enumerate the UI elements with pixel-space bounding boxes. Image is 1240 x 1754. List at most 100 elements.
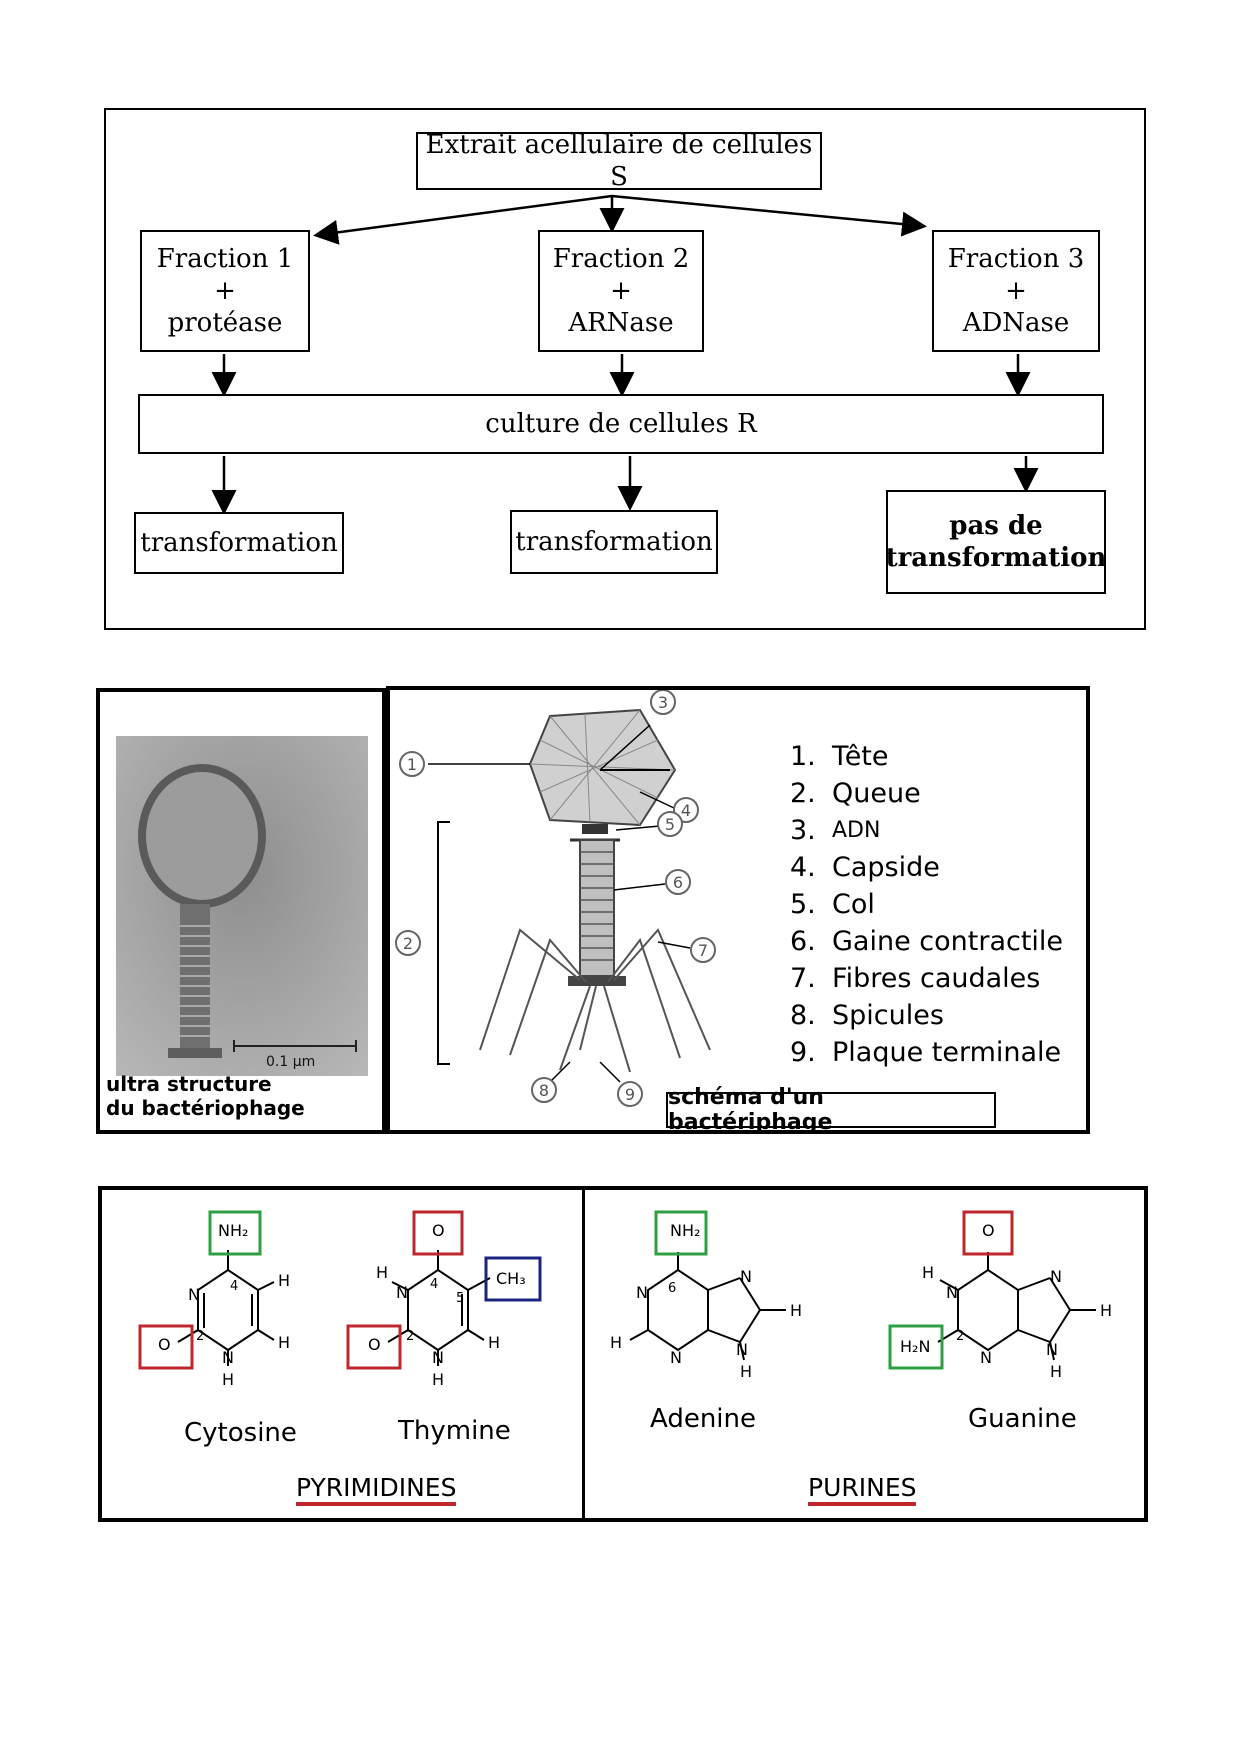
scale-label: 0.1 µm	[266, 1054, 315, 1070]
svg-text:N: N	[740, 1267, 752, 1286]
svg-text:H: H	[790, 1301, 802, 1320]
thymine-name: Thymine	[398, 1416, 511, 1446]
callout-1: 1	[407, 755, 417, 774]
legend-item: 6. Gaine contractile	[790, 923, 1063, 960]
bases-structures: NH₂ N N H H H O 42 O H N N H H O CH₃ 452	[138, 1210, 1112, 1389]
callout-6: 6	[673, 873, 683, 892]
svg-text:NH₂: NH₂	[670, 1221, 700, 1240]
schema-caption-box: schéma d'un bactériphage	[666, 1085, 996, 1135]
legend-item: 7.Fibres caudales	[790, 960, 1063, 997]
fraction-2-box: Fraction 2 + ARNase	[538, 230, 704, 352]
thymine-oxygen-box	[346, 1324, 402, 1370]
experiment-arrows	[211, 194, 1039, 515]
outcome-1-label: transformation	[140, 528, 338, 558]
culture-box: culture de cellules R	[138, 394, 1104, 454]
callout-5: 5	[665, 815, 675, 834]
guanine-oxygen-box	[962, 1210, 1014, 1256]
fraction-1-label: Fraction 1 + protéase	[156, 244, 294, 338]
pyrimidines-title: PYRIMIDINES	[296, 1474, 457, 1506]
fraction-1-box: Fraction 1 + protéase	[140, 230, 310, 352]
svg-text:H: H	[278, 1271, 290, 1290]
phage-legend: 1.Tête 2.Queue 3. ADN 4. Capside 5.Col 6. G…	[790, 738, 1063, 1071]
svg-text:N: N	[1050, 1267, 1062, 1286]
thymine-oxygen-box-top	[412, 1210, 464, 1256]
extract-label: Extrait acellulaire de cellules S	[425, 130, 813, 192]
svg-text:O: O	[982, 1221, 995, 1240]
svg-text:5: 5	[456, 1291, 464, 1306]
arrow-to-fraction-3	[611, 194, 927, 237]
svg-text:H: H	[740, 1362, 752, 1381]
outcome-1-box: transformation	[134, 512, 344, 574]
phage-schema: 1 2 3 4 5 6 7 8 9	[395, 690, 716, 1107]
thymine-structure	[387, 1250, 491, 1366]
svg-text:H: H	[278, 1333, 290, 1352]
legend-item: 8. Spicules	[790, 997, 1063, 1034]
svg-text:N: N	[980, 1348, 992, 1367]
outcome-3-label: pas de transformation	[885, 511, 1107, 573]
legend-num: 8.	[790, 1000, 816, 1031]
legend-label: ADN	[832, 818, 881, 843]
legend-num: 4.	[790, 852, 816, 883]
callout-3: 3	[658, 693, 668, 712]
legend-label: Tête	[832, 741, 889, 772]
legend-item: 2.Queue	[790, 775, 1063, 812]
phage-base-plate	[568, 976, 626, 986]
svg-text:H: H	[1050, 1362, 1062, 1381]
outcome-2-box: transformation	[510, 510, 718, 574]
legend-label: Col	[832, 889, 875, 920]
legend-num: 3.	[790, 815, 816, 846]
cytosine-structure	[177, 1250, 275, 1366]
culture-label: culture de cellules R	[485, 409, 757, 439]
outcome-2-label: transformation	[515, 527, 713, 557]
callout-7: 7	[698, 941, 708, 960]
photo-caption-line1: ultra structure	[106, 1072, 272, 1096]
bases-divider	[582, 1188, 585, 1520]
svg-text:N: N	[432, 1348, 444, 1367]
callout-9: 9	[625, 1085, 635, 1104]
svg-text:H: H	[610, 1333, 622, 1352]
svg-text:H₂N: H₂N	[900, 1337, 930, 1356]
svg-text:H: H	[222, 1370, 234, 1389]
svg-text:N: N	[396, 1283, 408, 1302]
guanine-name: Guanine	[968, 1404, 1077, 1434]
guanine-amine-box	[888, 1324, 944, 1370]
legend-label: Capside	[832, 852, 940, 883]
svg-text:H: H	[432, 1370, 444, 1389]
legend-num: 6.	[790, 926, 816, 957]
svg-text:O: O	[432, 1221, 445, 1240]
legend-num: 2.	[790, 778, 816, 809]
svg-text:O: O	[368, 1335, 381, 1354]
svg-text:N: N	[736, 1340, 748, 1359]
legend-num: 7.	[790, 963, 816, 994]
photo-caption-line2: du bactériophage	[106, 1096, 305, 1120]
outcome-3-box: pas de transformation	[886, 490, 1106, 594]
legend-item: 5.Col	[790, 886, 1063, 923]
cytosine-oxygen-box	[138, 1324, 194, 1370]
svg-text:CH₃: CH₃	[496, 1269, 526, 1288]
legend-label: Gaine contractile	[832, 926, 1064, 957]
legend-item: 1.Tête	[790, 738, 1063, 775]
svg-text:N: N	[1046, 1340, 1058, 1359]
arrow-to-fraction-1	[313, 194, 613, 245]
fraction-3-box: Fraction 3 + ADNase	[932, 230, 1100, 352]
schema-caption: schéma d'un bactériphage	[668, 1085, 833, 1135]
svg-text:6: 6	[668, 1281, 676, 1296]
svg-text:O: O	[158, 1335, 171, 1354]
svg-text:4: 4	[430, 1277, 438, 1292]
legend-item: 4. Capside	[790, 849, 1063, 886]
legend-label: Spicules	[832, 1000, 944, 1031]
svg-text:N: N	[222, 1348, 234, 1367]
adenine-name: Adenine	[650, 1404, 757, 1434]
svg-text:N: N	[946, 1283, 958, 1302]
svg-text:H: H	[922, 1263, 934, 1282]
phage-micrograph: 0.1 µm	[116, 736, 368, 1076]
thymine-methyl-box	[484, 1256, 542, 1302]
svg-text:2: 2	[196, 1329, 204, 1344]
fraction-3-label: Fraction 3 + ADNase	[947, 244, 1085, 338]
bases-frame	[98, 1186, 1148, 1522]
phage-collar	[582, 824, 608, 834]
fraction-2-label: Fraction 2 + ARNase	[552, 244, 690, 338]
svg-text:NH₂: NH₂	[218, 1221, 248, 1240]
callout-8: 8	[539, 1081, 549, 1100]
callout-4: 4	[681, 801, 691, 820]
